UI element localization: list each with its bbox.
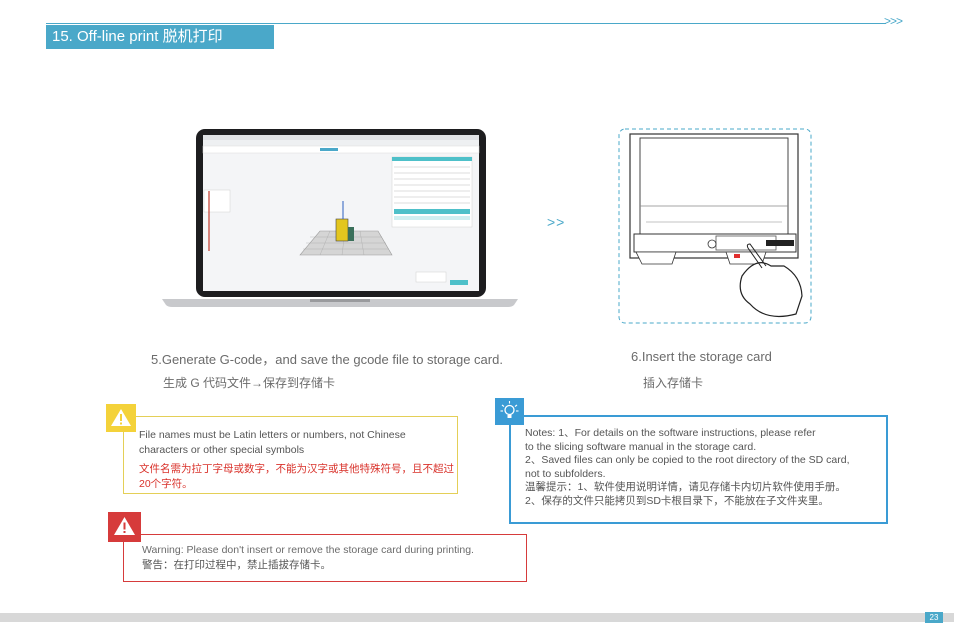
notes-box [509, 415, 888, 524]
warning-box [123, 534, 527, 582]
notes-line: 温馨提示：1、软件使用说明详情，请见存储卡内切片软件使用手册。 [525, 481, 846, 493]
section-title: 15. Off-line print 脱机打印 [52, 28, 223, 45]
chevron-right-icon: >>> [884, 14, 903, 28]
printer-insert-card-illustration [618, 128, 812, 324]
header-rule [46, 23, 886, 24]
notes-line: 2、Saved files can only be copied to the … [525, 454, 850, 466]
section-tag [46, 25, 274, 49]
notes-line: 2、保存的文件只能拷贝到SD卡根目录下，不能放在子文件夹里。 [525, 494, 829, 507]
footer-bar [0, 613, 954, 622]
lightbulb-icon [495, 398, 524, 425]
step-arrow: >> [547, 214, 566, 230]
notes-line: not to subfolders. [525, 467, 606, 480]
warning-text-zh: 警告：在打印过程中，禁止插拔存储卡。 [142, 559, 331, 571]
notes-text: Notes: 1、For details on the software ins… [525, 427, 881, 508]
step-6-caption-zh: 插入存储卡 [643, 376, 704, 390]
caution-text-zh: 文件名需为拉丁字母或数字，不能为汉字或其他特殊符号，且不超过20个字符。 [139, 463, 454, 490]
warning-text-en: Warning: Please don't insert or remove t… [142, 544, 474, 556]
caution-text-en: File names must be Latin letters or numb… [139, 429, 406, 456]
laptop-slicer-illustration [162, 129, 518, 307]
warning-icon [108, 512, 141, 542]
caution-box [123, 416, 458, 494]
step-5-caption-zh: 生成 G 代码文件→保存到存储卡 [163, 376, 336, 390]
page-number: 23 [925, 612, 943, 623]
notes-line: to the slicing software manual in the st… [525, 440, 757, 453]
caution-icon [106, 404, 136, 432]
step-5-caption: 5.Generate G-code，and save the gcode fil… [151, 352, 503, 367]
notes-line: Notes: 1、For details on the software ins… [525, 427, 816, 439]
step-6-caption: 6.Insert the storage card [631, 349, 772, 364]
